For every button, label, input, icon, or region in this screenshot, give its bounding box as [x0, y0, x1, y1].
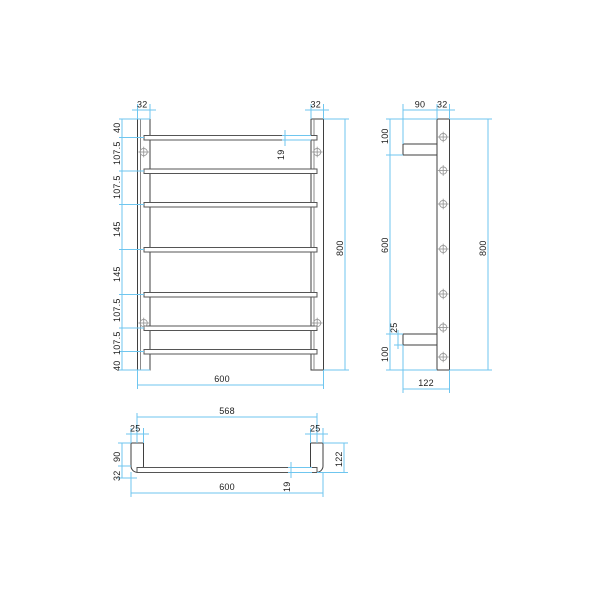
side-dim-label-bracket-90: 90 [415, 100, 425, 110]
front-dim-right-post-width: 32 [305, 100, 329, 119]
front-dim-rail-thickness: 19 [276, 130, 311, 160]
front-rail-7 [143, 349, 318, 355]
plan-dim-label-left-25: 25 [130, 424, 140, 434]
front-dim-label-40-top: 40 [112, 123, 122, 133]
front-dim-label-107p5-b: 107.5 [112, 175, 122, 199]
front-vertical-dimension-chain: 40 107.5 107.5 145 145 107.5 107.5 40 [112, 118, 150, 371]
side-hole-2 [437, 165, 449, 176]
side-hole-1 [437, 131, 449, 143]
side-dim-label-span-600: 600 [380, 237, 390, 253]
plan-dim-width-600: 600 [130, 472, 324, 497]
plan-dim-label-rail-19: 19 [282, 482, 292, 492]
side-dim-label-bottom-100: 100 [380, 346, 390, 362]
front-dim-label-107p5-c: 107.5 [112, 298, 122, 322]
side-dim-label-depth-122: 122 [418, 378, 434, 388]
front-dim-label-40-bottom: 40 [112, 361, 122, 371]
front-rail-1 [143, 135, 318, 141]
front-dim-label-height-800: 800 [335, 240, 345, 256]
front-rail-4 [143, 247, 318, 253]
front-dim-label-width-600: 600 [214, 374, 230, 384]
plan-dim-label-bracket-90: 90 [112, 452, 122, 462]
front-dim-label-right-post-32: 32 [311, 100, 321, 110]
front-mount-centermarks [138, 146, 323, 329]
plan-dim-left-25: 25 [126, 424, 149, 443]
front-dim-overall-width: 600 [137, 370, 324, 389]
front-elevation-view: 32 32 [112, 100, 349, 389]
plan-dim-right-25: 25 [305, 424, 328, 443]
plan-dim-label-post-32: 32 [112, 471, 122, 481]
front-dim-label-107p5-d: 107.5 [112, 331, 122, 355]
side-hole-centermarks [437, 131, 449, 363]
side-dim-top-widths: 90 32 [402, 100, 455, 144]
front-rails-group [143, 135, 318, 355]
side-dim-label-height-800: 800 [478, 240, 488, 256]
side-dim-label-post-32: 32 [437, 100, 447, 110]
front-dim-label-left-post-32: 32 [137, 100, 147, 110]
plan-rail [136, 467, 318, 473]
side-dim-label-top-100: 100 [380, 128, 390, 144]
plan-view: 568 25 25 90 [112, 406, 348, 497]
plan-dim-label-right-25: 25 [310, 424, 320, 434]
front-dim-overall-height: 800 [323, 118, 349, 371]
side-dim-overall-depth: 122 [402, 345, 450, 393]
front-rail-3 [143, 202, 318, 208]
plan-dim-label-width-600: 600 [219, 482, 235, 492]
front-dim-label-145-b: 145 [112, 266, 122, 282]
plan-dim-rail-19: 19 [282, 462, 312, 492]
front-dim-label-145-a: 145 [112, 221, 122, 237]
side-hole-6 [437, 322, 449, 333]
plan-dim-depth-122: 122 [317, 442, 348, 473]
side-hole-4 [437, 243, 449, 255]
side-top-bracket [402, 143, 438, 156]
plan-dim-left-vertical-chain: 90 32 [112, 442, 137, 481]
side-elevation-view: 90 32 100 600 100 25 [380, 100, 492, 393]
side-dim-bracket-thickness: 25 [389, 323, 403, 349]
front-dim-label-107p5-a: 107.5 [112, 141, 122, 165]
side-hole-5 [437, 288, 449, 300]
front-dim-label-rail-19: 19 [276, 150, 286, 160]
plan-dim-inner-568: 568 [136, 406, 318, 443]
side-hole-3 [437, 198, 449, 210]
front-rail-2 [143, 168, 318, 174]
side-dim-label-bracket-25: 25 [389, 323, 399, 333]
side-bottom-bracket [402, 333, 438, 346]
plan-dim-label-inner-568: 568 [219, 406, 235, 416]
front-rail-5 [143, 292, 318, 298]
plan-dim-label-depth-122: 122 [334, 451, 344, 467]
side-hole-7 [437, 351, 449, 363]
front-dim-left-post-width: 32 [132, 100, 156, 119]
side-dim-overall-height: 800 [449, 118, 492, 371]
front-rail-6 [143, 325, 318, 331]
